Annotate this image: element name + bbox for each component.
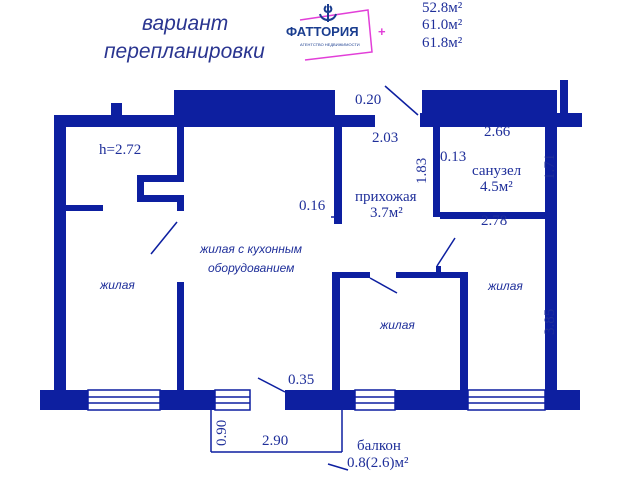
dim-2-78: 2.78	[481, 213, 508, 229]
area-3: 61.8м²	[422, 35, 463, 51]
dim-1-71: 1.71	[542, 153, 558, 180]
hallway-area: 3.7м²	[370, 205, 403, 221]
fleur-icon	[319, 4, 337, 22]
room-living-kitchen-line2: оборудованием	[208, 261, 295, 275]
walls	[40, 80, 582, 410]
dim-0-35: 0.35	[288, 372, 315, 388]
dim-2-66: 2.66	[484, 124, 511, 140]
room-living-left: жилая	[100, 278, 135, 292]
room-living-kitchen-line1: жилая с кухонным	[200, 242, 302, 256]
room-living-right: жилая	[488, 279, 523, 293]
room-balcony: балкон	[357, 438, 401, 454]
windows	[87, 389, 546, 411]
room-hallway: прихожая	[355, 189, 417, 205]
logo-name: ФАТТОРИЯ	[286, 24, 359, 39]
dim-2-03: 2.03	[372, 130, 399, 146]
room-living-middle: жилая	[380, 318, 415, 332]
area-2: 61.0м²	[422, 17, 463, 33]
logo	[299, 4, 373, 61]
logo-plus: +	[378, 24, 386, 39]
doors-and-leaders	[150, 85, 456, 471]
logo-subtitle: АГЕНТСТВО НЕДВИЖИМОСТИ	[300, 42, 360, 47]
dim-3-85: 3.85	[542, 308, 558, 335]
dim-2-90: 2.90	[262, 433, 289, 449]
dim-0-13: 0.13	[440, 149, 467, 165]
room-bathroom: санузел	[472, 163, 522, 179]
dim-1-83: 1.83	[414, 157, 430, 184]
dim-0-16: 0.16	[299, 198, 326, 214]
dim-0-20: 0.20	[355, 92, 382, 108]
bathroom-area: 4.5м²	[480, 179, 513, 195]
balcony-area: 0.8(2.6)м²	[347, 455, 409, 471]
dim-0-90: 0.90	[214, 419, 230, 446]
area-1: 52.8м²	[422, 0, 463, 16]
title-line-1: вариант	[142, 12, 229, 35]
ceiling-height: h=2.72	[99, 142, 142, 158]
title-line-2: перепланировки	[104, 40, 265, 63]
